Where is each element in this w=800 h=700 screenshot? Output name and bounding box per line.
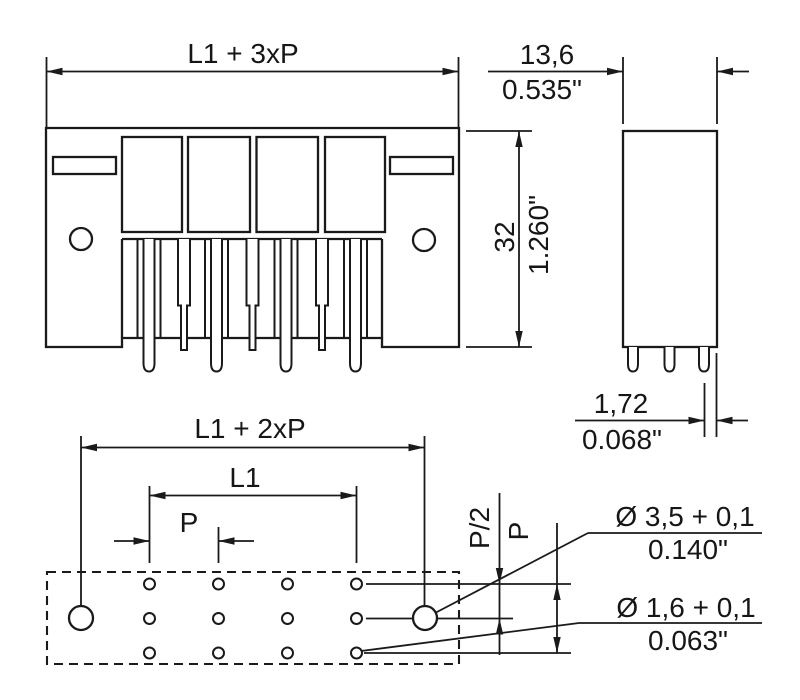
plug-slot <box>255 135 320 234</box>
side-width-mm-label: 13,6 <box>520 39 575 70</box>
solder-pin <box>142 239 156 373</box>
footprint-view: L1 + 2xP L1 P <box>45 413 762 666</box>
small-drill-hole <box>281 612 294 625</box>
arrowhead <box>553 637 561 653</box>
solder-pin <box>698 347 710 373</box>
side-width-in-label: 0.535" <box>502 74 582 105</box>
arrowhead <box>495 618 504 635</box>
small-drill-hole <box>143 612 156 625</box>
leader-line <box>360 622 580 652</box>
small-drill-holes <box>143 577 363 660</box>
small-drill-hole <box>350 577 363 591</box>
side-pin-dia-mm-label: 1,72 <box>594 388 649 419</box>
solder-pin <box>627 347 639 373</box>
solder-pin <box>279 239 293 373</box>
arrowhead <box>607 67 623 76</box>
coding-slot <box>388 155 455 176</box>
side-height-mm-label: 32 <box>489 221 520 252</box>
plug-slot <box>186 135 252 234</box>
small-drill-hole <box>281 577 294 591</box>
arrowhead <box>495 568 504 584</box>
side-view: 13,6 0.535" 32 1.260" 1,72 0.068" <box>466 39 749 455</box>
small-hole-dia-mm-label: Ø 1,6 + 0,1 <box>616 592 755 623</box>
arrowhead <box>218 537 235 545</box>
solder-pin <box>210 239 223 373</box>
small-hole-dia-in-label: 0.063" <box>648 625 728 656</box>
side-body-outline <box>621 129 719 349</box>
large-drill-hole <box>67 604 95 632</box>
footprint-total-dim-label: L1 + 2xP <box>194 413 305 444</box>
side-pin-dia-in-label: 0.068" <box>582 424 662 455</box>
arrowhead <box>553 584 561 600</box>
small-drill-hole <box>143 577 156 591</box>
solder-pin <box>349 239 362 373</box>
arrowhead <box>46 67 63 76</box>
front-width-dim-label: L1 + 3xP <box>187 38 298 69</box>
plug-slot <box>323 135 387 234</box>
small-drill-hole <box>143 646 156 660</box>
stepped-pin <box>245 239 260 351</box>
mounting-hole <box>411 227 437 253</box>
coding-slot <box>51 155 118 176</box>
footprint-row-offset-dim-label: P/2 <box>464 507 495 549</box>
small-drill-hole <box>350 646 363 660</box>
small-drill-hole <box>281 646 294 660</box>
footprint-boundary <box>45 570 461 666</box>
small-drill-hole <box>212 577 225 591</box>
solder-pins <box>136 239 368 373</box>
arrowhead <box>716 416 733 425</box>
arrowhead <box>515 131 523 147</box>
footprint-row-span-dim-label: P <box>503 522 534 541</box>
arrowhead <box>515 331 523 347</box>
arrowhead <box>81 443 97 452</box>
solder-pin <box>663 347 676 373</box>
footprint-pitch-dim-label: P <box>180 507 199 538</box>
arrowhead <box>717 67 733 76</box>
large-hole-dia-in-label: 0.140" <box>648 534 728 565</box>
side-height-in-label: 1.260" <box>523 195 554 275</box>
front-view: L1 + 3xP <box>44 38 461 373</box>
large-hole-dia-mm-label: Ø 3,5 + 0,1 <box>615 501 754 532</box>
stepped-pin <box>177 239 191 351</box>
arrowhead <box>133 537 150 545</box>
arrowhead <box>149 491 166 500</box>
small-drill-hole <box>212 646 225 660</box>
arrowhead <box>408 443 425 452</box>
arrowhead <box>688 416 705 425</box>
footprint-l1-dim-label: L1 <box>229 462 260 493</box>
stepped-pin <box>315 239 329 351</box>
small-drill-hole <box>350 612 363 625</box>
mounting-hole <box>68 226 94 252</box>
arrowhead <box>442 67 459 76</box>
leader-line <box>435 532 589 614</box>
large-drill-hole <box>411 604 439 632</box>
small-drill-hole <box>212 612 225 625</box>
arrowhead <box>340 491 357 500</box>
plug-slot <box>120 135 184 234</box>
